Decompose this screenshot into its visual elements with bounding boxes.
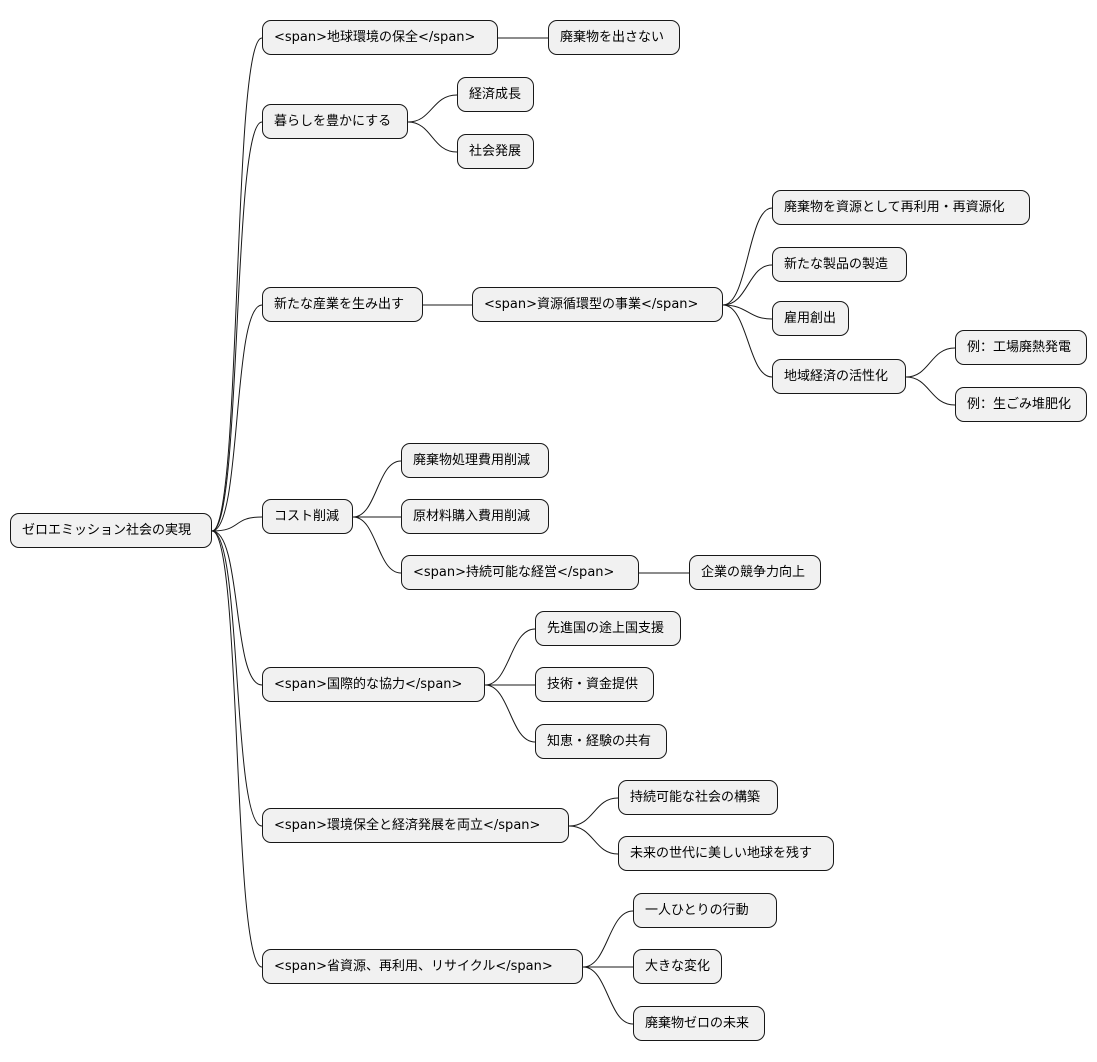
edge: [211, 304, 263, 532]
leaf-node: 新たな製品の製造: [772, 247, 907, 282]
edge: [905, 347, 956, 378]
edge: [722, 264, 773, 306]
branch-node-international: <span>国際的な協力</span>: [262, 667, 485, 702]
edge: [352, 516, 402, 574]
edge: [722, 207, 773, 306]
branch-node-cost-reduction: コスト削減: [262, 499, 353, 534]
edge: [211, 530, 263, 827]
edge: [211, 530, 263, 686]
sub-branch-node: <span>持続可能な経営</span>: [401, 555, 639, 590]
leaf-node: 技術・資金提供: [535, 667, 654, 702]
leaf-node: 大きな変化: [633, 949, 722, 984]
branch-node-balance: <span>環境保全と経済発展を両立</span>: [262, 808, 569, 843]
leaf-node: 社会発展: [457, 134, 534, 169]
leaf-node: 知恵・経験の共有: [535, 724, 667, 759]
leaf-node: 例：生ごみ堆肥化: [955, 387, 1087, 422]
leaf-node: 廃棄物処理費用削減: [401, 443, 549, 478]
edge: [352, 460, 402, 518]
leaf-node: 雇用創出: [772, 301, 849, 336]
edge: [722, 304, 773, 378]
leaf-node: 企業の競争力向上: [689, 555, 821, 590]
edge: [211, 516, 263, 532]
edge: [484, 628, 536, 686]
root-node: ゼロエミッション社会の実現: [10, 513, 212, 548]
edge: [905, 376, 956, 406]
leaf-node: 経済成長: [457, 77, 534, 112]
leaf-node: 例：工場廃熱発電: [955, 330, 1087, 365]
branch-node-new-industry: 新たな産業を生み出す: [262, 287, 423, 322]
edge: [582, 910, 634, 968]
edge: [722, 304, 773, 320]
leaf-node: 廃棄物を出さない: [548, 20, 680, 55]
edge: [211, 121, 263, 532]
leaf-node: 廃棄物を資源として再利用・再資源化: [772, 190, 1030, 225]
edge: [484, 684, 536, 743]
edge: [407, 121, 458, 153]
branch-node-enrich-life: 暮らしを豊かにする: [262, 104, 408, 139]
sub-branch-node: 地域経済の活性化: [772, 359, 906, 394]
leaf-node: 未来の世代に美しい地球を残す: [618, 836, 834, 871]
edge: [582, 966, 634, 1025]
sub-branch-node: <span>資源循環型の事業</span>: [472, 287, 723, 322]
leaf-node: 廃棄物ゼロの未来: [633, 1006, 765, 1041]
leaf-node: 一人ひとりの行動: [633, 893, 777, 928]
branch-node-3r: <span>省資源、再利用、リサイクル</span>: [262, 949, 583, 984]
edge: [211, 37, 263, 532]
edge: [568, 797, 619, 827]
branch-node-global-environment: <span>地球環境の保全</span>: [262, 20, 498, 55]
edge: [211, 530, 263, 968]
edge: [407, 94, 458, 123]
leaf-node: 原材料購入費用削減: [401, 499, 549, 534]
leaf-node: 先進国の途上国支援: [535, 611, 681, 646]
edge: [568, 825, 619, 855]
leaf-node: 持続可能な社会の構築: [618, 780, 778, 815]
